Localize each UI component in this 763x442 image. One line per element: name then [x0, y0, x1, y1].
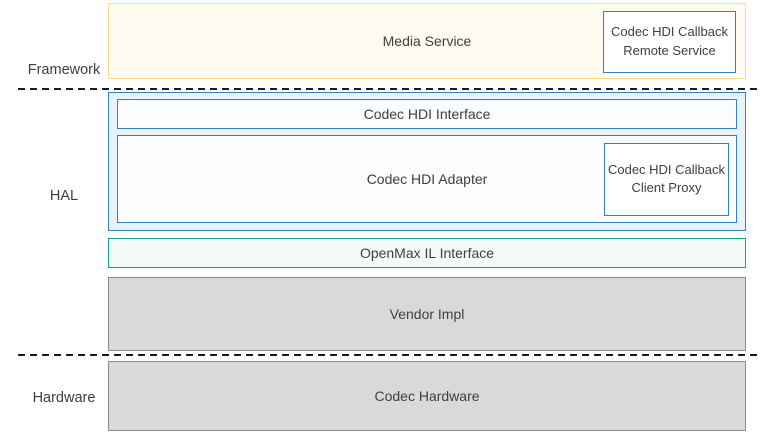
box-codec-hardware: Codec Hardware: [108, 361, 746, 431]
codec-hdi-adapter-label: Codec HDI Adapter: [366, 170, 488, 187]
box-media-service: Media Service Codec HDI Callback Remote …: [108, 3, 746, 79]
divider-hal-hardware: [18, 354, 758, 356]
box-hal-container: Codec HDI Interface Codec HDI Adapter Co…: [108, 92, 746, 231]
box-codec-hdi-callback-client-proxy: Codec HDI Callback Client Proxy: [604, 143, 729, 216]
box-codec-hdi-interface: Codec HDI Interface: [117, 99, 737, 129]
layer-label-hardware: Hardware: [32, 390, 96, 406]
codec-hardware-label: Codec Hardware: [374, 387, 480, 404]
layer-label-framework: Framework: [27, 62, 101, 78]
vendor-impl-label: Vendor Impl: [389, 305, 465, 322]
openmax-il-interface-label: OpenMax IL Interface: [359, 244, 495, 261]
layer-label-hal: HAL: [49, 188, 79, 204]
box-codec-hdi-adapter: Codec HDI Adapter Codec HDI Callback Cli…: [117, 135, 737, 223]
codec-hdi-callback-remote-service-label: Codec HDI Callback Remote Service: [610, 24, 729, 58]
codec-hdi-callback-client-proxy-label: Codec HDI Callback Client Proxy: [607, 161, 726, 196]
media-service-label: Media Service: [382, 32, 472, 49]
box-codec-hdi-callback-remote-service: Codec HDI Callback Remote Service: [603, 11, 736, 73]
divider-framework-hal: [18, 88, 758, 90]
box-vendor-impl: Vendor Impl: [108, 277, 746, 351]
box-openmax-il-interface: OpenMax IL Interface: [108, 238, 746, 268]
codec-hdi-interface-label: Codec HDI Interface: [363, 105, 491, 122]
